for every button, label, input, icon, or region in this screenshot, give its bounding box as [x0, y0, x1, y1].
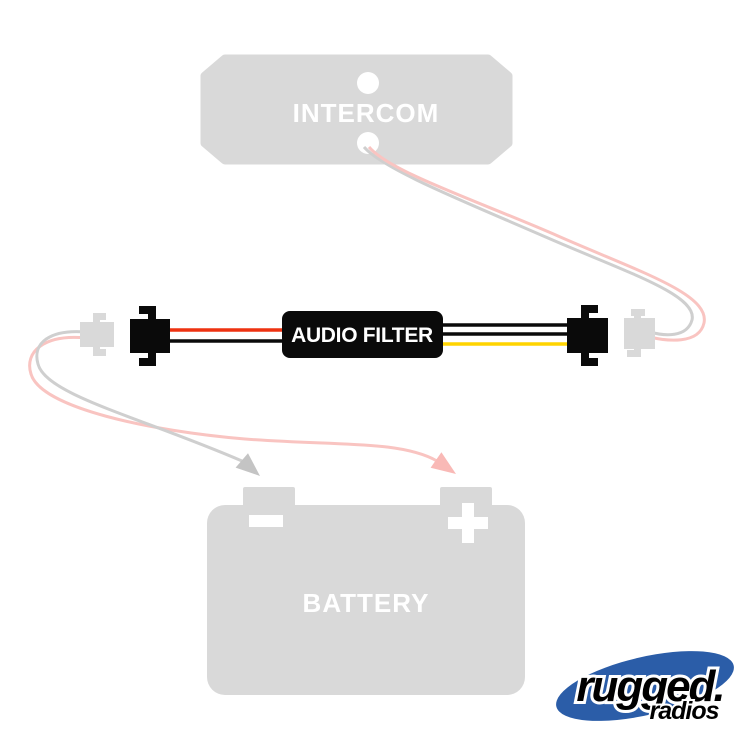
battery-lead-gray	[35, 330, 260, 476]
mounting-hole-top-icon	[357, 72, 379, 94]
connector-black-left-icon	[130, 306, 170, 366]
plus-terminal-icon	[448, 503, 488, 543]
connector-gray-right-icon	[624, 309, 655, 357]
logo-swoosh-icon	[556, 651, 734, 721]
intercom-unit: INTERCOM	[200, 54, 513, 165]
pink-arrowhead-icon	[430, 452, 456, 474]
audio-filter-label: AUDIO FILTER	[291, 324, 433, 347]
gray-arrowhead-icon	[235, 453, 260, 476]
intercom-lead-gray	[362, 145, 694, 337]
audio-filter-module: AUDIO FILTER	[282, 311, 443, 358]
battery-body	[207, 505, 525, 695]
intercom-label: INTERCOM	[293, 98, 440, 128]
audio-filter-box	[282, 311, 443, 358]
wire-exit-hole-icon	[357, 132, 379, 154]
battery-lead-pink	[28, 335, 456, 474]
battery-label: BATTERY	[303, 588, 430, 618]
logo-sub-wordmark: radios	[649, 697, 719, 725]
intercom-body	[200, 54, 513, 165]
connector-gray-left-icon	[80, 313, 114, 356]
connector-black-right-icon	[567, 305, 608, 366]
battery-unit: BATTERY	[207, 487, 525, 695]
minus-terminal-icon	[249, 515, 283, 527]
rugged-radios-logo: rugged. radios	[556, 651, 734, 727]
intercom-lead-pink	[367, 146, 706, 342]
logo-wordmark: rugged.	[576, 662, 723, 711]
